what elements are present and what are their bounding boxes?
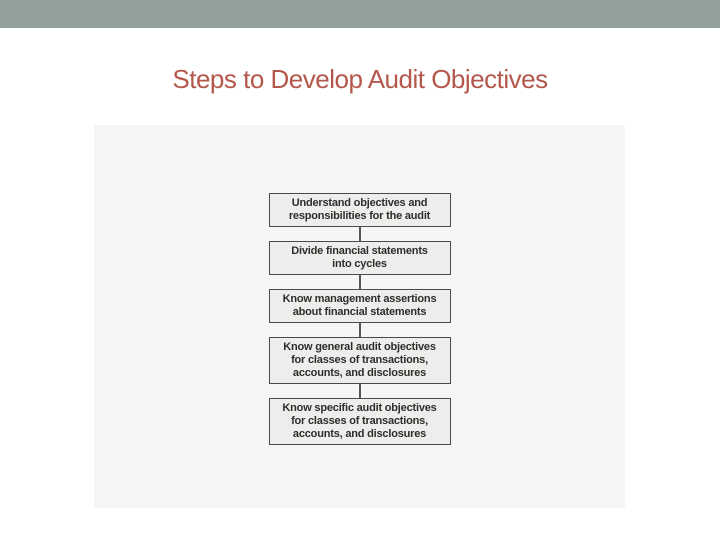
flow-step-general-objectives: Know general audit objectives for classe… xyxy=(268,337,451,384)
flow-step-divide-statements: Divide financial statements into cycles xyxy=(268,241,451,275)
page-title: Steps to Develop Audit Objectives xyxy=(172,64,548,94)
flow-step-specific-objectives: Know specific audit objectives for class… xyxy=(268,398,451,445)
content-panel: Understand objectives and responsibiliti… xyxy=(94,125,625,508)
step-connector xyxy=(358,275,361,289)
step-connector xyxy=(358,227,361,241)
top-accent-band xyxy=(0,0,720,28)
audit-objectives-flowchart: Understand objectives and responsibiliti… xyxy=(94,193,625,445)
flow-step-know-assertions: Know management assertions about financi… xyxy=(268,289,451,323)
step-connector xyxy=(358,323,361,337)
step-connector xyxy=(358,384,361,398)
flow-step-understand-objectives: Understand objectives and responsibiliti… xyxy=(268,193,451,227)
